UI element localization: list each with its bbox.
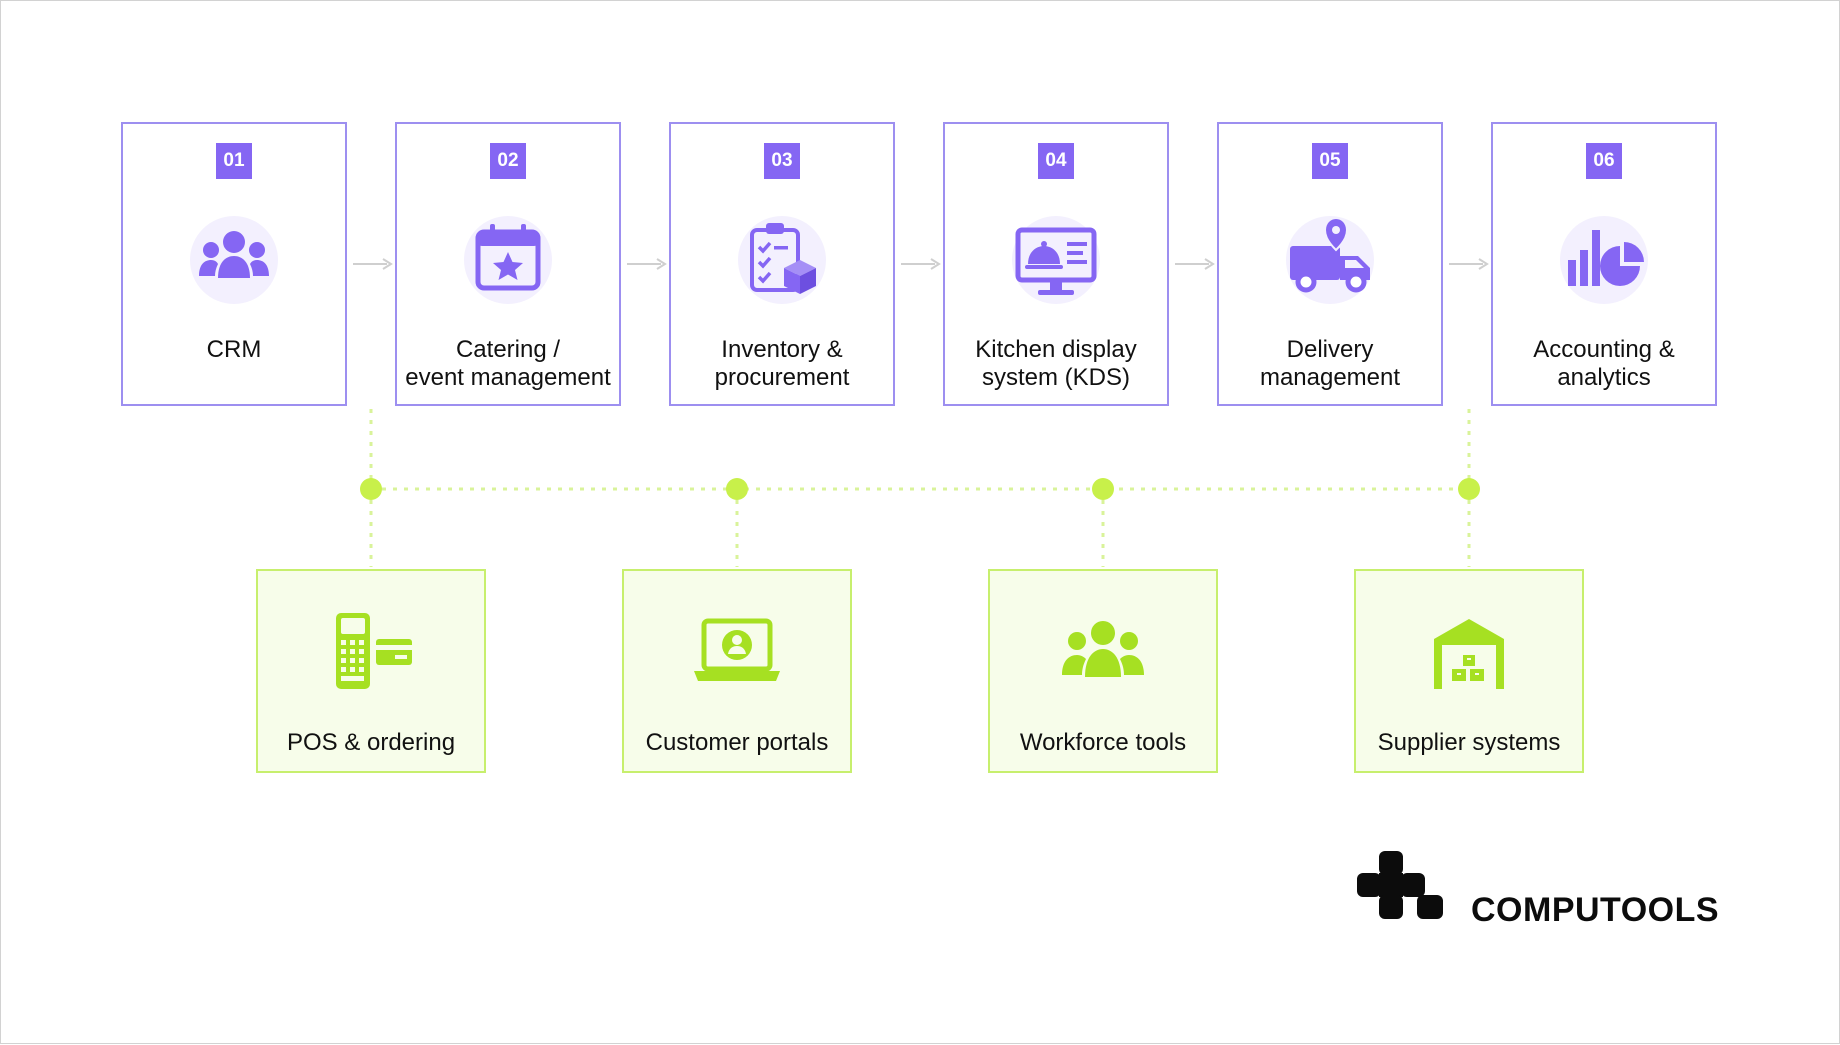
integration-label: POS & ordering xyxy=(286,729,456,756)
step-card-inventory: 03 Inventory & procurement xyxy=(669,122,895,406)
calendar-star-icon xyxy=(460,212,556,308)
step-label: Kitchen display system (KDS) xyxy=(975,336,1137,391)
people-group-icon xyxy=(186,212,282,308)
laptop-user-icon xyxy=(692,609,782,699)
integration-card-pos: POS & ordering xyxy=(256,569,486,773)
step-card-accounting: 06 Accounting & analytics xyxy=(1491,122,1717,406)
step-label: Catering / event management xyxy=(405,336,611,391)
bus-node xyxy=(726,478,748,500)
monitor-cloche-icon xyxy=(1008,212,1104,308)
brand-name: COMPUTOOLS xyxy=(1471,891,1720,929)
clipboard-box-icon xyxy=(734,212,830,308)
integration-label: Customer portals xyxy=(645,729,829,756)
step-number-badge: 01 xyxy=(216,143,252,179)
step-label: Accounting & analytics xyxy=(1533,336,1675,391)
flow-arrow xyxy=(627,258,667,270)
flow-arrow xyxy=(901,258,941,270)
integration-label: Workforce tools xyxy=(1019,729,1187,756)
integration-card-workforce: Workforce tools xyxy=(988,569,1218,773)
team-icon xyxy=(1058,609,1148,699)
bus-node xyxy=(1458,478,1480,500)
integration-card-customer-portals: Customer portals xyxy=(622,569,852,773)
step-card-kds: 04 Kitchen display system (KDS) xyxy=(943,122,1169,406)
step-label: Inventory & procurement xyxy=(714,336,850,391)
step-label: CRM xyxy=(206,336,262,363)
step-number-badge: 05 xyxy=(1312,143,1348,179)
integration-label: Supplier systems xyxy=(1377,729,1561,756)
flow-arrow xyxy=(1449,258,1489,270)
step-number-badge: 06 xyxy=(1586,143,1622,179)
step-card-delivery: 05 Delivery management xyxy=(1217,122,1443,406)
bus-node xyxy=(360,478,382,500)
step-label: Delivery management xyxy=(1259,336,1401,391)
step-number-badge: 02 xyxy=(490,143,526,179)
warehouse-icon xyxy=(1424,609,1514,699)
step-number-badge: 04 xyxy=(1038,143,1074,179)
step-card-catering: 02 Catering / event management xyxy=(395,122,621,406)
integration-bus xyxy=(369,409,1471,567)
integration-card-supplier: Supplier systems xyxy=(1354,569,1584,773)
flow-arrow xyxy=(1175,258,1215,270)
bar-pie-chart-icon xyxy=(1556,212,1652,308)
flow-arrow xyxy=(353,258,393,270)
step-number-badge: 03 xyxy=(764,143,800,179)
computools-logo-icon xyxy=(1357,851,1447,927)
bus-node xyxy=(1092,478,1114,500)
step-card-crm: 01 CRM xyxy=(121,122,347,406)
delivery-truck-pin-icon xyxy=(1282,212,1378,308)
pos-terminal-card-icon xyxy=(326,609,416,699)
